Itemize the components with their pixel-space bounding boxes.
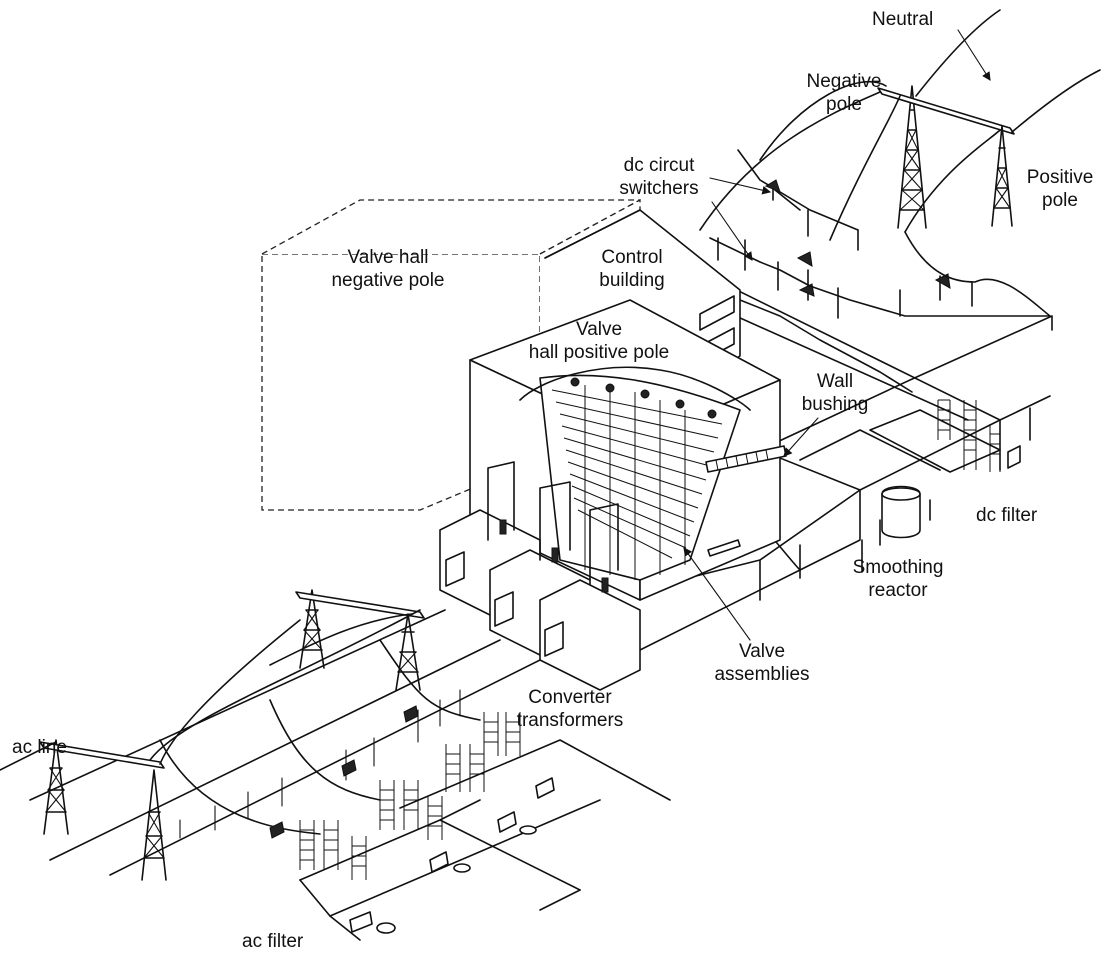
label-dc-switchers-line2: switchers xyxy=(619,178,699,199)
switchers-leader-a xyxy=(709,177,772,195)
label-neutral: Neutral xyxy=(872,9,934,30)
dc-switchyard xyxy=(679,149,1051,421)
label-valve-hall-pos-line2: hall positive pole xyxy=(528,342,670,363)
label-valve-assemblies: Valve assemblies xyxy=(708,640,816,686)
label-valve-hall-pos-line1: Valve xyxy=(575,319,623,340)
dc-line-conductors xyxy=(699,9,1101,241)
converter-transformers xyxy=(439,461,641,691)
wall-bushing-leader xyxy=(783,417,819,457)
label-converter-transformers: Converter transformers xyxy=(506,686,634,732)
label-positive-pole: Positive pole xyxy=(1012,166,1108,212)
base-platform xyxy=(29,315,1053,876)
label-control-building-line1: Control xyxy=(601,247,663,268)
label-dc-circuit-switchers: dc circut switchers xyxy=(604,154,714,200)
label-valve-assemblies-line1: Valve xyxy=(738,641,786,662)
label-smoothing-reactor-line1: Smoothing xyxy=(852,557,944,578)
label-ac-filter: ac filter xyxy=(242,931,304,952)
label-positive-pole-line1: Positive xyxy=(1026,167,1094,188)
ac-towers xyxy=(39,589,425,881)
label-valve-hall-positive-pole: Valve hall positive pole xyxy=(514,318,684,364)
label-smoothing-reactor-line2: reactor xyxy=(868,580,928,601)
label-wall-bushing-line2: bushing xyxy=(801,394,869,415)
neutral-leader xyxy=(957,29,991,81)
label-smoothing-reactor: Smoothing reactor xyxy=(836,556,960,602)
label-converter-transformers-line2: transformers xyxy=(516,710,624,731)
label-ac-line: ac line xyxy=(12,737,67,758)
label-valve-hall-neg-line2: negative pole xyxy=(331,270,445,291)
ac-line-conductors xyxy=(0,609,481,839)
label-valve-hall-neg-line1: Valve hall xyxy=(347,247,429,268)
dc-tower-far xyxy=(877,85,1015,229)
label-wall-bushing: Wall bushing xyxy=(790,370,880,416)
label-wall-bushing-line1: Wall xyxy=(816,371,854,392)
label-dc-switchers-line1: dc circut xyxy=(623,155,695,176)
label-negative-pole-line2: pole xyxy=(826,94,862,115)
switchers-leader-b xyxy=(711,201,753,261)
label-control-building: Control building xyxy=(586,246,678,292)
label-control-building-line2: building xyxy=(599,270,665,291)
label-valve-assemblies-line2: assemblies xyxy=(714,664,810,685)
label-valve-hall-negative-pole: Valve hall negative pole xyxy=(318,246,458,292)
valve-assemblies-leader xyxy=(683,547,751,641)
label-converter-transformers-line1: Converter xyxy=(528,687,612,708)
ac-filters xyxy=(299,712,671,941)
dc-filter-area xyxy=(869,399,1021,539)
label-dc-filter: dc filter xyxy=(976,505,1038,526)
label-positive-pole-line2: pole xyxy=(1042,190,1078,211)
label-negative-pole: Negative pole xyxy=(794,70,894,116)
label-negative-pole-line1: Negative xyxy=(806,71,882,92)
